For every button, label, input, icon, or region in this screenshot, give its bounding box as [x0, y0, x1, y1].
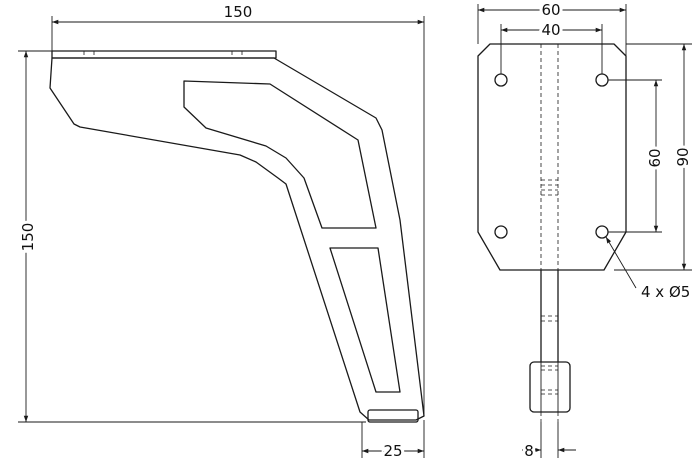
holes-callout-label: 4 x Ø5 — [641, 283, 690, 301]
dim-hole-spacing-40: 40 — [500, 18, 603, 74]
plate-view: 60 40 60 90 4 x Ø5 — [477, 0, 695, 463]
side-view: 150 150 25 — [16, 0, 425, 463]
dim-pin-8: 8 — [521, 422, 576, 463]
dim-plate-height-label: 90 — [674, 147, 692, 166]
mounting-hole-top-left — [494, 73, 508, 87]
plate-hidden-holes — [83, 51, 243, 58]
dim-hole-spacing-60: 60 — [608, 79, 667, 233]
dim-foot-label: 25 — [383, 442, 402, 460]
dim-width-label: 150 — [224, 3, 253, 21]
dim-plate-width-label: 60 — [541, 1, 560, 19]
plate-outline — [477, 43, 627, 271]
dim-hole-spacing-y-label: 60 — [646, 148, 664, 167]
dim-pin-label: 8 — [524, 442, 534, 460]
mounting-hole-top-right — [595, 73, 609, 87]
dim-plate-width-60: 60 — [477, 0, 627, 56]
dim-hole-spacing-x-label: 40 — [541, 21, 560, 39]
stem-hidden-lines — [540, 44, 559, 270]
dim-height-label: 150 — [19, 223, 37, 252]
leg-stem — [540, 270, 559, 362]
dim-height-150: 150 — [16, 50, 366, 423]
upper-cutout — [183, 80, 377, 229]
dim-foot-25: 25 — [361, 420, 425, 463]
mounting-hole-bottom-right — [595, 225, 609, 239]
foot-glide — [529, 361, 571, 422]
lower-cutout — [329, 247, 401, 393]
dim-width-150: 150 — [51, 0, 425, 416]
leg-body-outline — [49, 57, 425, 421]
dim-plate-height-90: 90 — [614, 43, 695, 271]
holes-callout: 4 x Ø5 — [605, 236, 690, 301]
foot-pad — [367, 409, 419, 423]
mounting-hole-bottom-left — [494, 225, 508, 239]
